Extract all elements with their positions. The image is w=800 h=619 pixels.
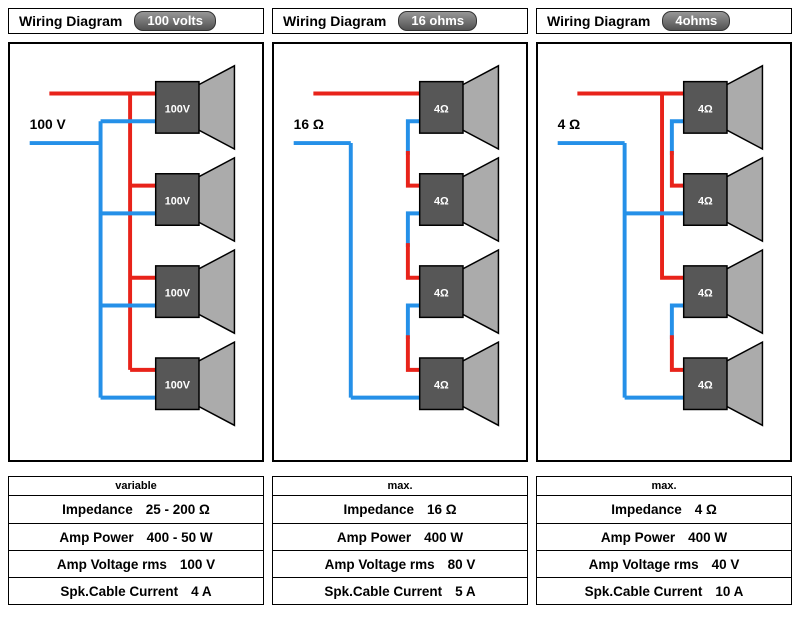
series-link-red bbox=[405, 243, 420, 280]
source-label: 16 Ω bbox=[294, 116, 324, 132]
speaker-label: 4Ω bbox=[434, 288, 449, 300]
speaker-icon bbox=[682, 341, 764, 427]
speaker-icon bbox=[418, 65, 500, 150]
panel-header: Wiring Diagram 16 ohms bbox=[272, 8, 528, 34]
table-row: Impedance 25 - 200 Ω bbox=[9, 496, 263, 523]
speaker-label: 100V bbox=[165, 380, 191, 392]
spec-table-header: variable bbox=[9, 477, 263, 496]
panel-badge: 100 volts bbox=[134, 11, 216, 31]
panel-badge: 4ohms bbox=[662, 11, 731, 31]
panel-badge: 16 ohms bbox=[398, 11, 478, 31]
wiring-diagram-parallel: 100V 100V 100V 100V 100 V bbox=[29, 65, 236, 427]
series-link-red bbox=[405, 335, 420, 372]
speaker-icon bbox=[418, 157, 500, 242]
speaker-label: 4Ω bbox=[434, 103, 449, 115]
panel-header: Wiring Diagram 4ohms bbox=[536, 8, 792, 34]
spec-label: Impedance bbox=[62, 502, 133, 517]
spec-value: 100 V bbox=[179, 556, 216, 572]
spec-value: 5 A bbox=[455, 583, 476, 599]
spec-table: max. Impedance 16 Ω Amp Power 400 W Amp … bbox=[272, 476, 528, 605]
spec-value: 4 Ω bbox=[694, 502, 717, 517]
source-label: 100 V bbox=[30, 116, 67, 132]
spec-label: Amp Power bbox=[59, 529, 134, 545]
column-16-ohms: Wiring Diagram 16 ohms bbox=[272, 8, 528, 605]
table-row: Amp Voltage rms 40 V bbox=[537, 550, 791, 577]
table-row: Impedance 4 Ω bbox=[537, 496, 791, 523]
series-link-red bbox=[669, 335, 684, 372]
speaker-label: 100V bbox=[165, 288, 191, 300]
speaker-icon bbox=[682, 249, 764, 334]
spec-value: 16 Ω bbox=[426, 502, 457, 517]
panel-title: Wiring Diagram bbox=[547, 13, 651, 29]
spec-value: 400 W bbox=[688, 529, 728, 545]
spec-table-header: max. bbox=[273, 477, 527, 496]
spec-value: 40 V bbox=[711, 556, 740, 572]
series-link-red bbox=[669, 150, 684, 188]
source-label: 4 Ω bbox=[558, 116, 581, 132]
wiring-diagram-panel: 100V 100V 100V 100V 100 V bbox=[8, 42, 264, 462]
series-link-blue bbox=[669, 119, 684, 155]
wiring-diagram-series-parallel: 4Ω 4Ω 4Ω 4Ω 4 Ω bbox=[557, 65, 764, 427]
spec-table-header: max. bbox=[537, 477, 791, 496]
spec-table: max. Impedance 4 Ω Amp Power 400 W Amp V… bbox=[536, 476, 792, 605]
panel-header: Wiring Diagram 100 volts bbox=[8, 8, 264, 34]
speaker-label: 4Ω bbox=[698, 288, 713, 300]
table-row: Impedance 16 Ω bbox=[273, 496, 527, 523]
table-row: Amp Voltage rms 100 V bbox=[9, 550, 263, 577]
speaker-label: 4Ω bbox=[698, 195, 713, 207]
speaker-icon bbox=[418, 249, 500, 334]
table-row: Amp Power 400 W bbox=[273, 523, 527, 550]
series-link-red bbox=[405, 150, 420, 188]
spec-label: Amp Power bbox=[336, 529, 412, 545]
table-row: Spk.Cable Current 4 A bbox=[9, 577, 263, 604]
speaker-icon bbox=[682, 157, 764, 242]
red-wire bbox=[660, 93, 684, 280]
table-row: Amp Power 400 W bbox=[537, 523, 791, 550]
speaker-label: 100V bbox=[165, 195, 191, 207]
series-link-blue bbox=[669, 303, 684, 340]
column-4-ohms: Wiring Diagram 4ohms bbox=[536, 8, 792, 605]
panel-title: Wiring Diagram bbox=[19, 13, 123, 29]
table-row: Amp Power 400 - 50 W bbox=[9, 523, 263, 550]
wiring-diagram-series: 4Ω 4Ω 4Ω 4Ω 16 Ω bbox=[293, 65, 500, 427]
speaker-label: 4Ω bbox=[434, 380, 449, 392]
spec-value: 10 A bbox=[715, 583, 744, 599]
panel-title: Wiring Diagram bbox=[283, 13, 387, 29]
wiring-diagram-panel: 4Ω 4Ω 4Ω 4Ω 4 Ω bbox=[536, 42, 792, 462]
column-100-volts: Wiring Diagram 100 volts bbox=[8, 8, 264, 605]
series-link-blue bbox=[405, 119, 420, 155]
wiring-diagram-panel: 4Ω 4Ω 4Ω 4Ω 16 Ω bbox=[272, 42, 528, 462]
spec-label: Amp Power bbox=[600, 529, 676, 545]
spec-label: Amp Voltage rms bbox=[588, 556, 699, 572]
spec-label: Amp Voltage rms bbox=[324, 556, 435, 572]
speaker-label: 4Ω bbox=[698, 103, 713, 115]
spec-label: Spk.Cable Current bbox=[60, 583, 179, 599]
series-link-blue bbox=[405, 303, 420, 340]
speaker-icon bbox=[418, 341, 500, 427]
spec-label: Impedance bbox=[611, 502, 682, 517]
spec-label: Impedance bbox=[343, 502, 414, 517]
series-link-blue bbox=[405, 211, 420, 248]
speaker-icon bbox=[682, 65, 764, 150]
table-row: Amp Voltage rms 80 V bbox=[273, 550, 527, 577]
spec-value: 4 A bbox=[191, 583, 212, 599]
spec-label: Spk.Cable Current bbox=[584, 583, 703, 599]
spec-value: 400 - 50 W bbox=[146, 529, 213, 545]
table-row: Spk.Cable Current 5 A bbox=[273, 577, 527, 604]
spec-value: 25 - 200 Ω bbox=[145, 502, 210, 517]
spec-value: 80 V bbox=[447, 556, 476, 572]
speaker-label: 100V bbox=[165, 103, 191, 115]
spec-table: variable Impedance 25 - 200 Ω Amp Power … bbox=[8, 476, 264, 605]
spec-label: Amp Voltage rms bbox=[56, 556, 167, 572]
speaker-label: 4Ω bbox=[434, 195, 449, 207]
spec-label: Spk.Cable Current bbox=[324, 583, 443, 599]
speaker-label: 4Ω bbox=[698, 380, 713, 392]
spec-value: 400 W bbox=[424, 529, 464, 545]
table-row: Spk.Cable Current 10 A bbox=[537, 577, 791, 604]
